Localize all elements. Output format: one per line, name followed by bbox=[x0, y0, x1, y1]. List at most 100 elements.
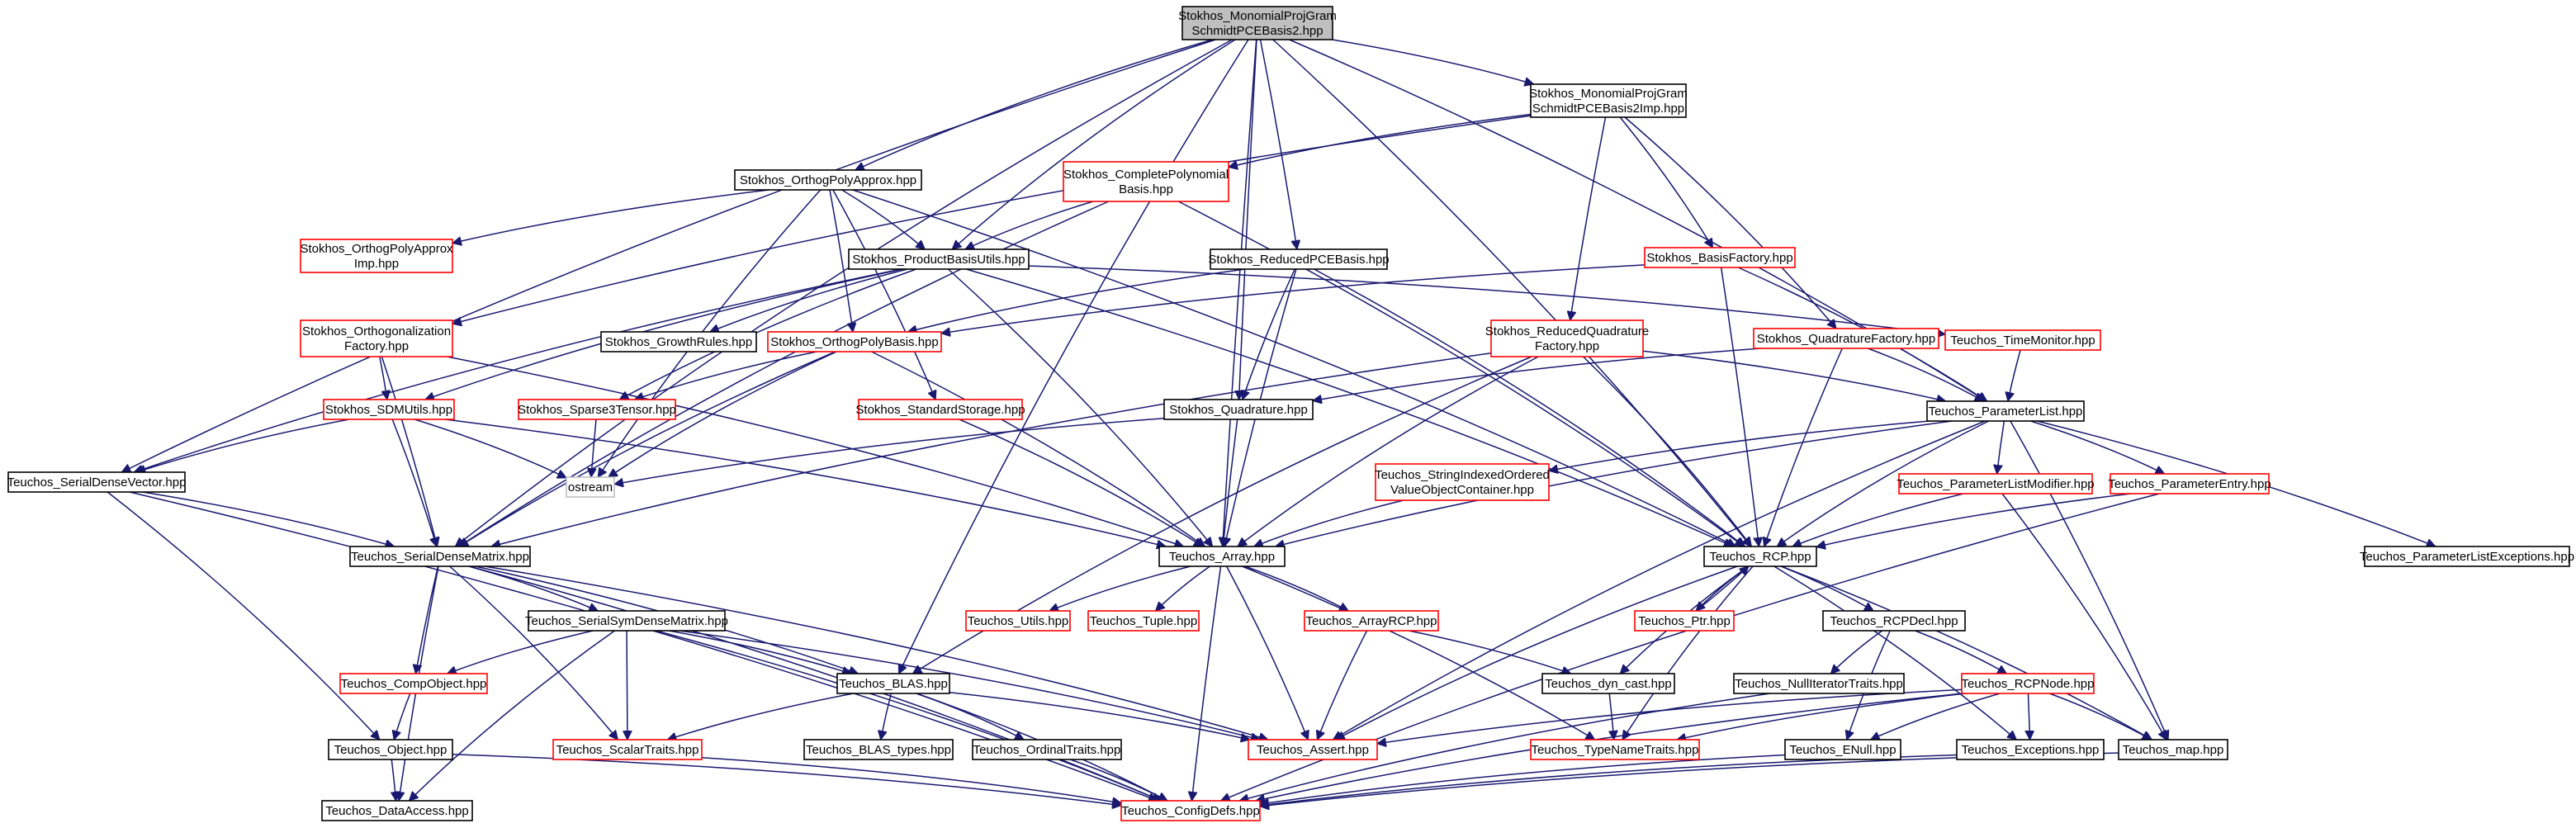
node-box-obj bbox=[328, 739, 453, 760]
edge-arcp-to-dync bbox=[1409, 630, 1570, 674]
node-plm[interactable]: Teuchos_ParameterListModifier.hpp bbox=[1896, 473, 2095, 494]
node-nit[interactable]: Teuchos_NullIteratorTraits.hpp bbox=[1733, 673, 1905, 694]
node-ple[interactable]: Teuchos_ParameterListExceptions.hpp bbox=[2360, 546, 2574, 567]
node-box-qf bbox=[1753, 328, 1939, 349]
node-box-rcpdecl bbox=[1822, 610, 1966, 632]
edge-sdv-to-obj bbox=[107, 491, 380, 740]
edge-nit-to-cd bbox=[1239, 693, 1770, 801]
node-box-tuple bbox=[1087, 610, 1200, 632]
node-label-da-line-0: Teuchos_DataAccess.hpp bbox=[325, 804, 468, 818]
node-box-root bbox=[1181, 6, 1333, 40]
node-sdm[interactable]: Stokhos_SDMUtils.hpp bbox=[323, 399, 455, 420]
node-dync[interactable]: Teuchos_dyn_cast.hpp bbox=[1541, 673, 1675, 694]
node-label-rcpdecl-line-0: Teuchos_RCPDecl.hpp bbox=[1830, 614, 1958, 628]
node-tm[interactable]: Teuchos_TimeMonitor.hpp bbox=[1944, 329, 2101, 351]
node-box-exc bbox=[1956, 739, 2105, 760]
edge-root-to-sdv bbox=[121, 39, 1216, 473]
node-box-ot bbox=[972, 739, 1122, 760]
node-box-blas bbox=[836, 673, 950, 694]
node-s3t[interactable]: Stokhos_Sparse3Tensor.hpp bbox=[518, 399, 676, 420]
node-ssdm[interactable]: Teuchos_SerialSymDenseMatrix.hpp bbox=[525, 610, 728, 632]
node-rpb[interactable]: Stokhos_ReducedPCEBasis.hpp bbox=[1208, 248, 1390, 270]
node-sdv[interactable]: Teuchos_SerialDenseVector.hpp bbox=[7, 471, 187, 493]
node-box-cpb bbox=[1063, 161, 1229, 202]
edge-rpb-to-rcp bbox=[1314, 268, 1745, 546]
node-utils[interactable]: Teuchos_Utils.hpp bbox=[965, 610, 1071, 632]
node-sioc[interactable]: Teuchos_StringIndexedOrderedValueObjectC… bbox=[1375, 463, 1550, 501]
node-box-cd bbox=[1120, 800, 1261, 821]
edge-rcpn-to-enull bbox=[1871, 693, 2001, 740]
node-tnt[interactable]: Teuchos_TypeNameTraits.hpp bbox=[1530, 739, 1700, 760]
node-sdmx[interactable]: Teuchos_SerialDenseMatrix.hpp bbox=[349, 546, 531, 567]
node-box-bf bbox=[1644, 247, 1796, 268]
node-box-sioc bbox=[1375, 463, 1550, 501]
node-obj[interactable]: Teuchos_Object.hpp bbox=[328, 739, 453, 760]
edge-imp-to-qf bbox=[1624, 116, 1836, 329]
node-map[interactable]: Teuchos_map.hpp bbox=[2118, 739, 2228, 760]
edge-arr-to-assert bbox=[1225, 565, 1309, 740]
node-da[interactable]: Teuchos_DataAccess.hpp bbox=[321, 800, 473, 821]
node-ot[interactable]: Teuchos_OrdinalTraits.hpp bbox=[972, 739, 1122, 760]
node-blas[interactable]: Teuchos_BLAS.hpp bbox=[836, 673, 950, 694]
node-gr[interactable]: Stokhos_GrowthRules.hpp bbox=[600, 331, 757, 352]
edge-pbu-to-arr bbox=[947, 268, 1212, 546]
node-ostream[interactable]: ostream bbox=[566, 476, 615, 498]
node-label-tnt-line-0: Teuchos_TypeNameTraits.hpp bbox=[1532, 743, 1699, 757]
edge-sdm-to-sdv bbox=[136, 419, 349, 472]
node-box-pe bbox=[2110, 473, 2270, 494]
node-blast[interactable]: Teuchos_BLAS_types.hpp bbox=[803, 739, 954, 760]
edge-sdmx-to-cd bbox=[469, 565, 1161, 801]
node-box-ss bbox=[858, 399, 1023, 420]
node-box-utils bbox=[965, 610, 1071, 632]
node-ss[interactable]: Stokhos_StandardStorage.hpp bbox=[855, 399, 1025, 420]
node-quad[interactable]: Stokhos_Quadrature.hpp bbox=[1163, 399, 1314, 420]
edge-pbu-to-gr bbox=[710, 268, 908, 332]
node-label-plm-line-0: Teuchos_ParameterListModifier.hpp bbox=[1896, 477, 2094, 491]
node-bf[interactable]: Stokhos_BasisFactory.hpp bbox=[1644, 247, 1796, 268]
node-box-ostream bbox=[566, 476, 615, 498]
edge-rcpn-to-tnt bbox=[1677, 693, 1967, 740]
node-label-opb-line-0: Stokhos_OrthogPolyBasis.hpp bbox=[770, 335, 938, 349]
node-rcpn[interactable]: Teuchos_RCPNode.hpp bbox=[1961, 673, 2095, 694]
node-assert[interactable]: Teuchos_Assert.hpp bbox=[1248, 739, 1378, 760]
edge-root-to-opa bbox=[855, 39, 1213, 170]
edge-quad-to-ostream bbox=[614, 418, 1165, 485]
node-sct[interactable]: Teuchos_ScalarTraits.hpp bbox=[552, 739, 703, 760]
node-opa[interactable]: Stokhos_OrthogPolyApprox.hpp bbox=[734, 169, 922, 191]
node-rcp[interactable]: Teuchos_RCP.hpp bbox=[1703, 546, 1817, 567]
node-box-opai bbox=[300, 239, 453, 273]
node-label-opa-line-0: Stokhos_OrthogPolyApprox.hpp bbox=[740, 173, 916, 187]
edge-plm-to-rcp bbox=[1792, 493, 1964, 546]
node-label-ot-line-0: Teuchos_OrdinalTraits.hpp bbox=[973, 743, 1121, 757]
node-enull[interactable]: Teuchos_ENull.hpp bbox=[1784, 739, 1901, 760]
node-exc[interactable]: Teuchos_Exceptions.hpp bbox=[1956, 739, 2105, 760]
node-box-ple bbox=[2364, 546, 2570, 567]
node-label-sdv-line-0: Teuchos_SerialDenseVector.hpp bbox=[7, 476, 187, 490]
node-qf[interactable]: Stokhos_QuadratureFactory.hpp bbox=[1753, 328, 1939, 349]
node-opb[interactable]: Stokhos_OrthogPolyBasis.hpp bbox=[767, 331, 942, 352]
node-co[interactable]: Teuchos_CompObject.hpp bbox=[339, 673, 488, 694]
edge-opb-to-sdmx bbox=[459, 351, 836, 546]
node-ptr[interactable]: Teuchos_Ptr.hpp bbox=[1634, 610, 1735, 632]
node-label-rcpn-line-0: Teuchos_RCPNode.hpp bbox=[1962, 677, 2095, 691]
node-label-sioc-line-0: Teuchos_StringIndexedOrdered bbox=[1375, 468, 1550, 482]
edge-pl-to-assert bbox=[1333, 420, 1986, 740]
node-rcpdecl[interactable]: Teuchos_RCPDecl.hpp bbox=[1822, 610, 1966, 632]
node-cd[interactable]: Teuchos_ConfigDefs.hpp bbox=[1120, 800, 1261, 821]
node-pl[interactable]: Teuchos_ParameterList.hpp bbox=[1926, 400, 2085, 422]
node-imp[interactable]: Stokhos_MonomialProjGramSchmidtPCEBasis2… bbox=[1529, 83, 1688, 118]
node-arr[interactable]: Teuchos_Array.hpp bbox=[1158, 546, 1286, 567]
node-box-tnt bbox=[1530, 739, 1700, 760]
node-pe[interactable]: Teuchos_ParameterEntry.hpp bbox=[2108, 473, 2271, 494]
node-root[interactable]: Stokhos_MonomialProjGramSchmidtPCEBasis2… bbox=[1178, 6, 1337, 40]
node-tuple[interactable]: Teuchos_Tuple.hpp bbox=[1087, 610, 1200, 632]
node-arcp[interactable]: Teuchos_ArrayRCP.hpp bbox=[1304, 610, 1439, 632]
edge-imp-to-bf bbox=[1619, 116, 1714, 248]
node-pbu[interactable]: Stokhos_ProductBasisUtils.hpp bbox=[848, 248, 1030, 270]
edge-obj-to-cd bbox=[452, 753, 1121, 806]
node-label-imp-line-0: Stokhos_MonomialProjGram bbox=[1529, 87, 1688, 101]
